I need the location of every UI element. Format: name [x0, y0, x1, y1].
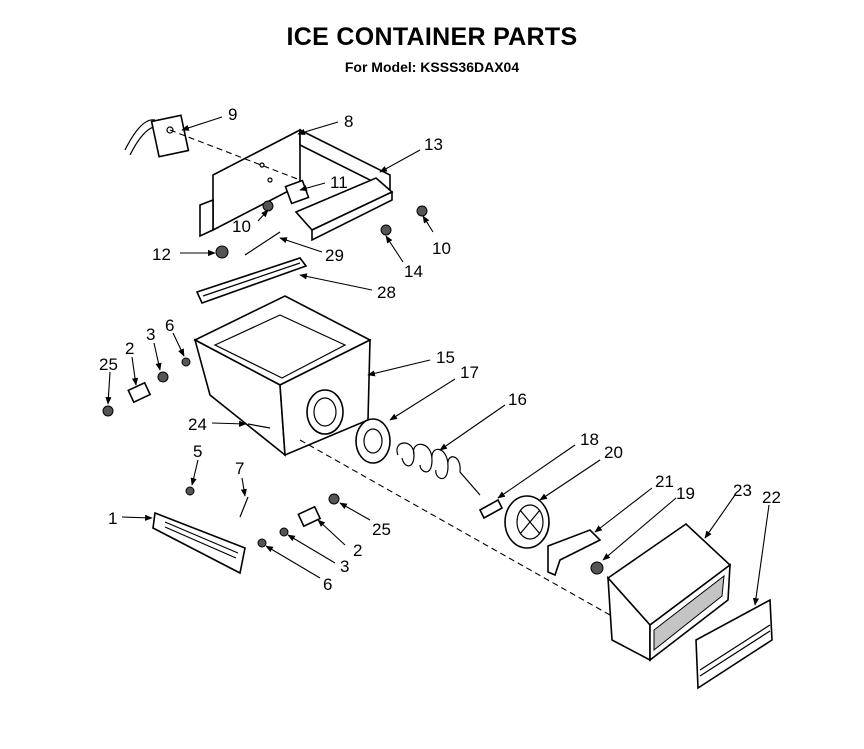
assembly-axes [169, 129, 611, 616]
part-19-nut [590, 561, 604, 575]
callout-17: 17 [460, 363, 479, 382]
diagram-title: ICE CONTAINER PARTS [286, 23, 578, 51]
callout-5: 5 [193, 442, 202, 461]
callout-19: 19 [676, 484, 695, 503]
callout-21: 21 [655, 472, 674, 491]
callout-arrows [105, 116, 770, 606]
left-hardware-25-2-3-6 [102, 357, 191, 417]
part-20-wheel [504, 495, 550, 549]
callout-3-left: 3 [146, 325, 155, 344]
callout-23: 23 [733, 481, 752, 500]
part-13-cover [294, 177, 394, 242]
screws-10-14 [215, 200, 428, 259]
callout-13: 13 [424, 135, 443, 154]
callout-15: 15 [436, 348, 455, 367]
callout-25-right: 25 [372, 520, 391, 539]
part-28-rail [195, 257, 308, 305]
part-8-bracket [199, 128, 391, 238]
callout-10-upper: 10 [232, 217, 251, 236]
model-subtitle: For Model: KSSS36DAX04 [344, 59, 520, 75]
part-21-bracket [547, 529, 602, 577]
callout-25-left: 25 [99, 355, 118, 374]
callout-2-right: 2 [353, 541, 362, 560]
right-hardware-25-2-3-6 [257, 493, 340, 548]
callout-labels: 9 8 13 11 10 10 12 29 14 28 25 2 3 6 15 … [99, 105, 781, 594]
callout-8: 8 [344, 112, 353, 131]
callout-9: 9 [228, 105, 237, 124]
part-9-switch [124, 114, 190, 158]
part-1-flap [152, 511, 246, 575]
callout-2-left: 2 [125, 339, 134, 358]
callout-7: 7 [235, 459, 244, 478]
callout-11: 11 [330, 173, 348, 192]
callout-14: 14 [404, 262, 423, 281]
callout-6-right: 6 [323, 575, 332, 594]
callout-20: 20 [604, 443, 623, 462]
callout-24: 24 [188, 415, 207, 434]
part-23-front-housing [606, 522, 732, 662]
callout-18: 18 [580, 430, 599, 449]
callout-3-right: 3 [340, 557, 349, 576]
callout-1: 1 [108, 509, 117, 528]
callout-12: 12 [152, 245, 171, 264]
part-24-screw [247, 423, 271, 429]
callout-10-right: 10 [432, 239, 451, 258]
part-17-collar [355, 418, 391, 464]
part-16-spring [396, 442, 481, 496]
part-22-trim [695, 598, 773, 690]
part-18-blade [478, 498, 504, 520]
part-29-pin [244, 231, 281, 256]
callout-22: 22 [762, 488, 781, 507]
callout-28: 28 [377, 283, 396, 302]
parts-5-7 [185, 486, 249, 518]
part-15-housing [193, 295, 372, 457]
callout-16: 16 [508, 390, 527, 409]
callout-6-left: 6 [165, 316, 174, 335]
callout-29: 29 [325, 246, 344, 265]
